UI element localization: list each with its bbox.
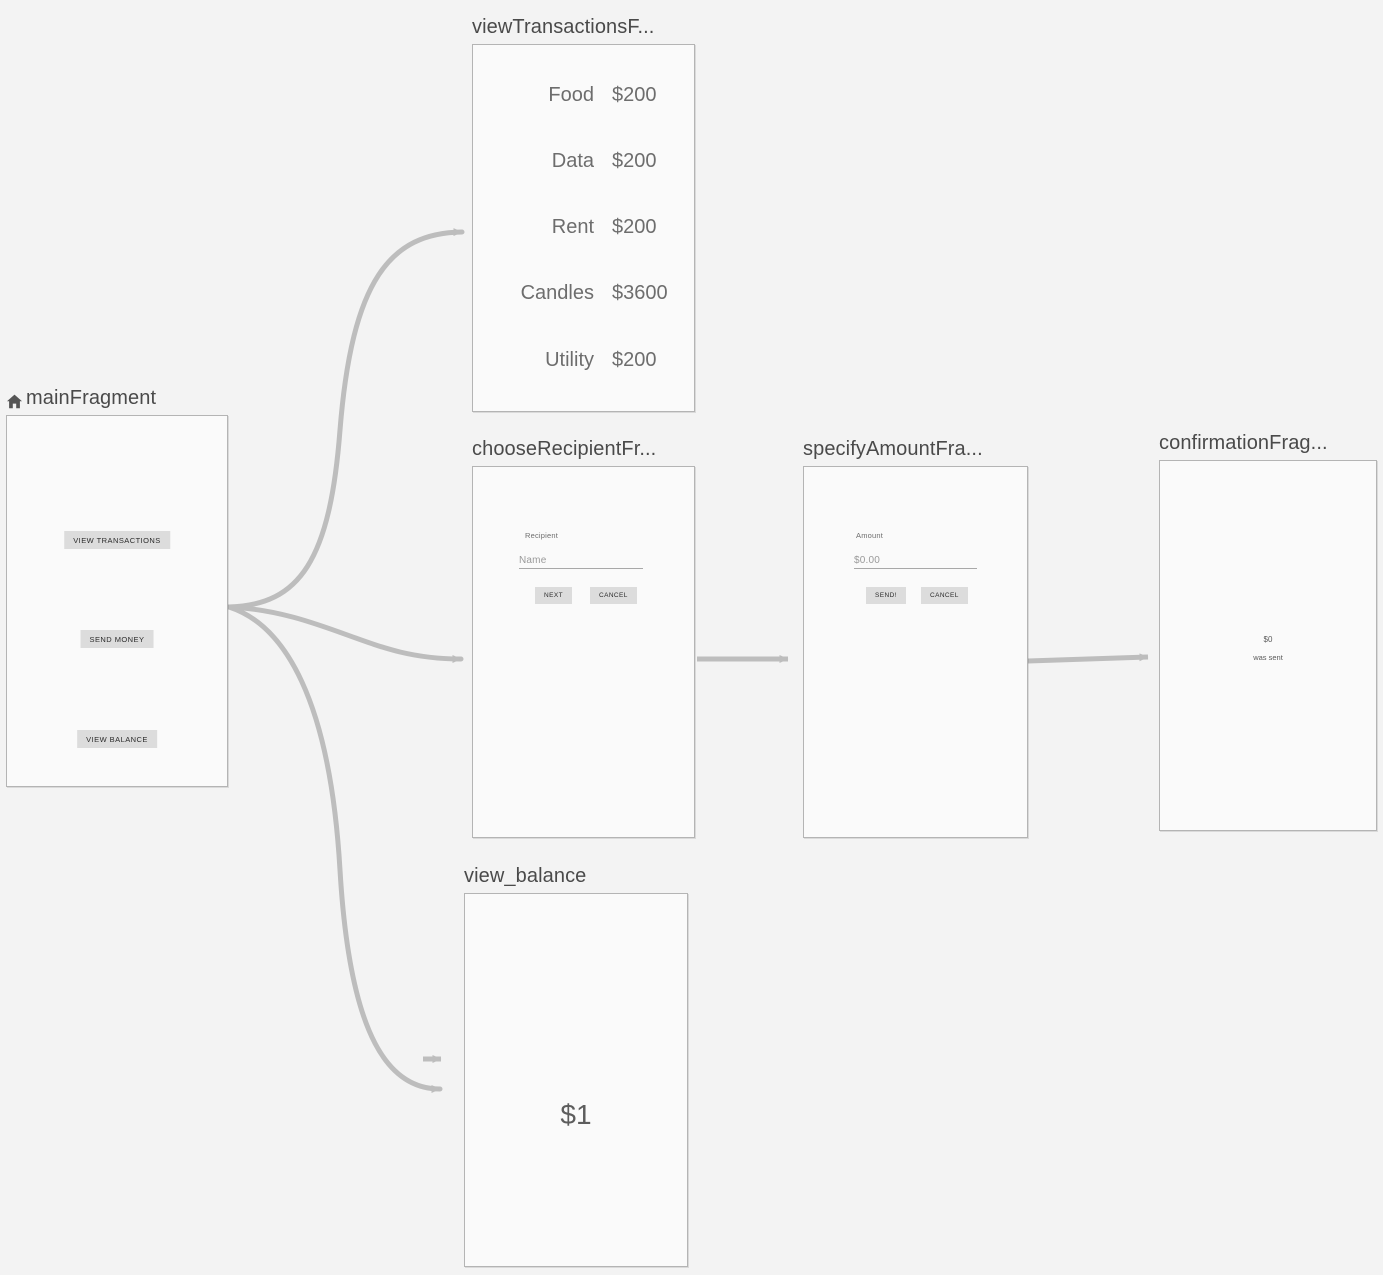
edge-main-to-view-transactions: [226, 228, 465, 610]
node-frame-view-transactions[interactable]: Food $200 Data $200 Rent $200 Candles $3…: [472, 44, 695, 412]
transaction-label: Rent: [551, 215, 594, 238]
edge-specify-amount-to-confirmation: [1027, 653, 1149, 664]
recipient-field-label: Recipient: [525, 531, 559, 540]
transaction-label: Data: [551, 149, 594, 172]
node-choose-recipient-fragment[interactable]: chooseRecipientFr... Recipient Name NEXT…: [472, 436, 695, 838]
node-title-main-fragment: mainFragment: [6, 385, 228, 411]
node-frame-specify-amount[interactable]: Amount $0.00 SEND! CANCEL: [803, 466, 1028, 838]
node-title-view-balance: view_balance: [464, 863, 688, 889]
node-view-balance-fragment[interactable]: view_balance $1: [464, 863, 688, 1267]
button-send-money[interactable]: SEND MONEY: [80, 630, 154, 648]
transaction-row: Food $200: [473, 82, 694, 108]
node-title-choose-recipient: chooseRecipientFr...: [472, 436, 695, 462]
transaction-amount: $200: [612, 215, 657, 238]
transaction-row: Rent $200: [473, 214, 694, 240]
transaction-amount: $200: [612, 348, 657, 371]
node-title-text: mainFragment: [26, 387, 157, 409]
button-view-transactions[interactable]: VIEW TRANSACTIONS: [64, 531, 170, 549]
transaction-label: Utility: [545, 348, 594, 371]
node-specify-amount-fragment[interactable]: specifyAmountFra... Amount $0.00 SEND! C…: [803, 436, 1028, 838]
node-view-transactions-fragment[interactable]: viewTransactionsF... Food $200 Data $200…: [472, 14, 695, 412]
node-frame-choose-recipient[interactable]: Recipient Name NEXT CANCEL: [472, 466, 695, 838]
node-title-text: specifyAmountFra...: [803, 438, 983, 460]
node-title-text: confirmationFrag...: [1159, 432, 1328, 454]
node-title-confirmation: confirmationFrag...: [1159, 430, 1377, 456]
node-main-fragment[interactable]: mainFragment VIEW TRANSACTIONS SEND MONE…: [6, 385, 228, 787]
confirmation-amount: $0: [1263, 635, 1273, 644]
home-icon: [6, 391, 23, 408]
button-view-balance[interactable]: VIEW BALANCE: [77, 730, 157, 748]
node-frame-view-balance[interactable]: $1: [464, 893, 688, 1267]
balance-amount: $1: [560, 1099, 592, 1130]
transaction-row: Candles $3600: [473, 280, 694, 306]
transaction-amount: $200: [612, 149, 657, 172]
node-title-view-transactions: viewTransactionsF...: [472, 14, 695, 40]
transaction-amount: $200: [612, 83, 657, 106]
next-button[interactable]: NEXT: [535, 587, 572, 604]
recipient-name-input[interactable]: Name: [519, 555, 643, 569]
node-title-text: viewTransactionsF...: [472, 16, 655, 38]
edge-main-to-choose-recipient: [226, 604, 464, 663]
node-title-specify-amount: specifyAmountFra...: [803, 436, 1028, 462]
transaction-row: Data $200: [473, 148, 694, 174]
transaction-label: Food: [548, 83, 594, 106]
transaction-amount: $3600: [612, 281, 668, 304]
node-frame-main-fragment[interactable]: VIEW TRANSACTIONS SEND MONEY VIEW BALANC…: [6, 415, 228, 787]
node-confirmation-fragment[interactable]: confirmationFrag... $0 was sent: [1159, 430, 1377, 831]
node-title-text: chooseRecipientFr...: [472, 438, 657, 460]
transaction-row: Utility $200: [473, 347, 694, 373]
amount-input[interactable]: $0.00: [854, 555, 977, 569]
main-fragment-preview: VIEW TRANSACTIONS SEND MONEY VIEW BALANC…: [7, 416, 227, 786]
transaction-label: Candles: [520, 281, 594, 304]
cancel-button[interactable]: CANCEL: [921, 587, 968, 604]
send-button[interactable]: SEND!: [866, 587, 906, 604]
edge-main-to-view-balance: [226, 604, 443, 1093]
node-frame-confirmation[interactable]: $0 was sent: [1159, 460, 1377, 831]
cancel-button[interactable]: CANCEL: [590, 587, 637, 604]
confirmation-caption: was sent: [1253, 653, 1283, 662]
amount-field-label: Amount: [856, 531, 884, 540]
node-title-text: view_balance: [464, 865, 587, 887]
